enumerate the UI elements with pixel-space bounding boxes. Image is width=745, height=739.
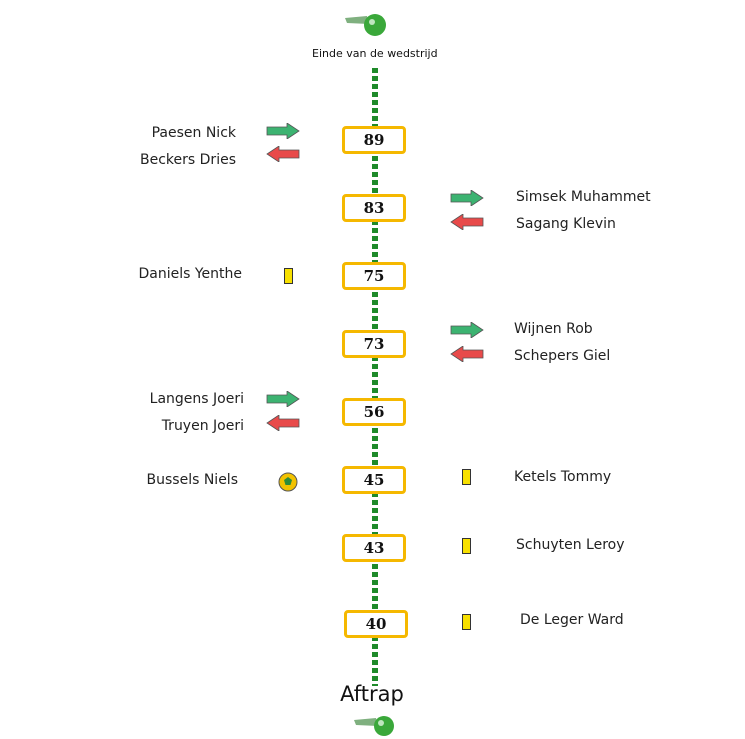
timeline-line [372, 68, 378, 686]
minute-box-73: 73 [342, 330, 406, 358]
minute-box-83: 83 [342, 194, 406, 222]
goal-scorer-name: Bussels Niels [146, 472, 238, 488]
yellow-card-icon [462, 469, 471, 485]
player-in-name: Langens Joeri [149, 391, 244, 407]
player-out-name: Truyen Joeri [161, 418, 244, 434]
yellow-card-icon [284, 268, 293, 284]
sub-out-arrow-icon [266, 146, 300, 162]
player-out-name: Sagang Klevin [516, 216, 616, 232]
player-booked-name: De Leger Ward [520, 612, 624, 628]
yellow-card-icon [462, 538, 471, 554]
sub-in-arrow-icon [266, 391, 300, 407]
goal-ball-icon [278, 472, 298, 492]
minute-box-75: 75 [342, 262, 406, 290]
whistle-icon [343, 10, 389, 38]
sub-out-arrow-icon [450, 214, 484, 230]
player-in-name: Simsek Muhammet [516, 189, 651, 205]
match-end-label: Einde van de wedstrijd [312, 47, 438, 60]
player-out-name: Schepers Giel [514, 348, 611, 364]
player-booked-name: Ketels Tommy [514, 469, 612, 485]
player-booked-name: Daniels Yenthe [138, 266, 242, 282]
yellow-card-icon [462, 614, 471, 630]
player-in-name: Paesen Nick [151, 125, 236, 141]
kickoff-label: Aftrap [340, 682, 404, 706]
sub-in-arrow-icon [450, 322, 484, 338]
player-out-name: Beckers Dries [140, 152, 236, 168]
minute-box-43: 43 [342, 534, 406, 562]
sub-out-arrow-icon [450, 346, 484, 362]
minute-box-40: 40 [344, 610, 408, 638]
sub-in-arrow-icon [450, 190, 484, 206]
minute-box-56: 56 [342, 398, 406, 426]
player-booked-name: Schuyten Leroy [516, 537, 625, 553]
whistle-icon [352, 712, 398, 738]
sub-in-arrow-icon [266, 123, 300, 139]
player-in-name: Wijnen Rob [514, 321, 593, 337]
sub-out-arrow-icon [266, 415, 300, 431]
minute-box-89: 89 [342, 126, 406, 154]
minute-box-45: 45 [342, 466, 406, 494]
